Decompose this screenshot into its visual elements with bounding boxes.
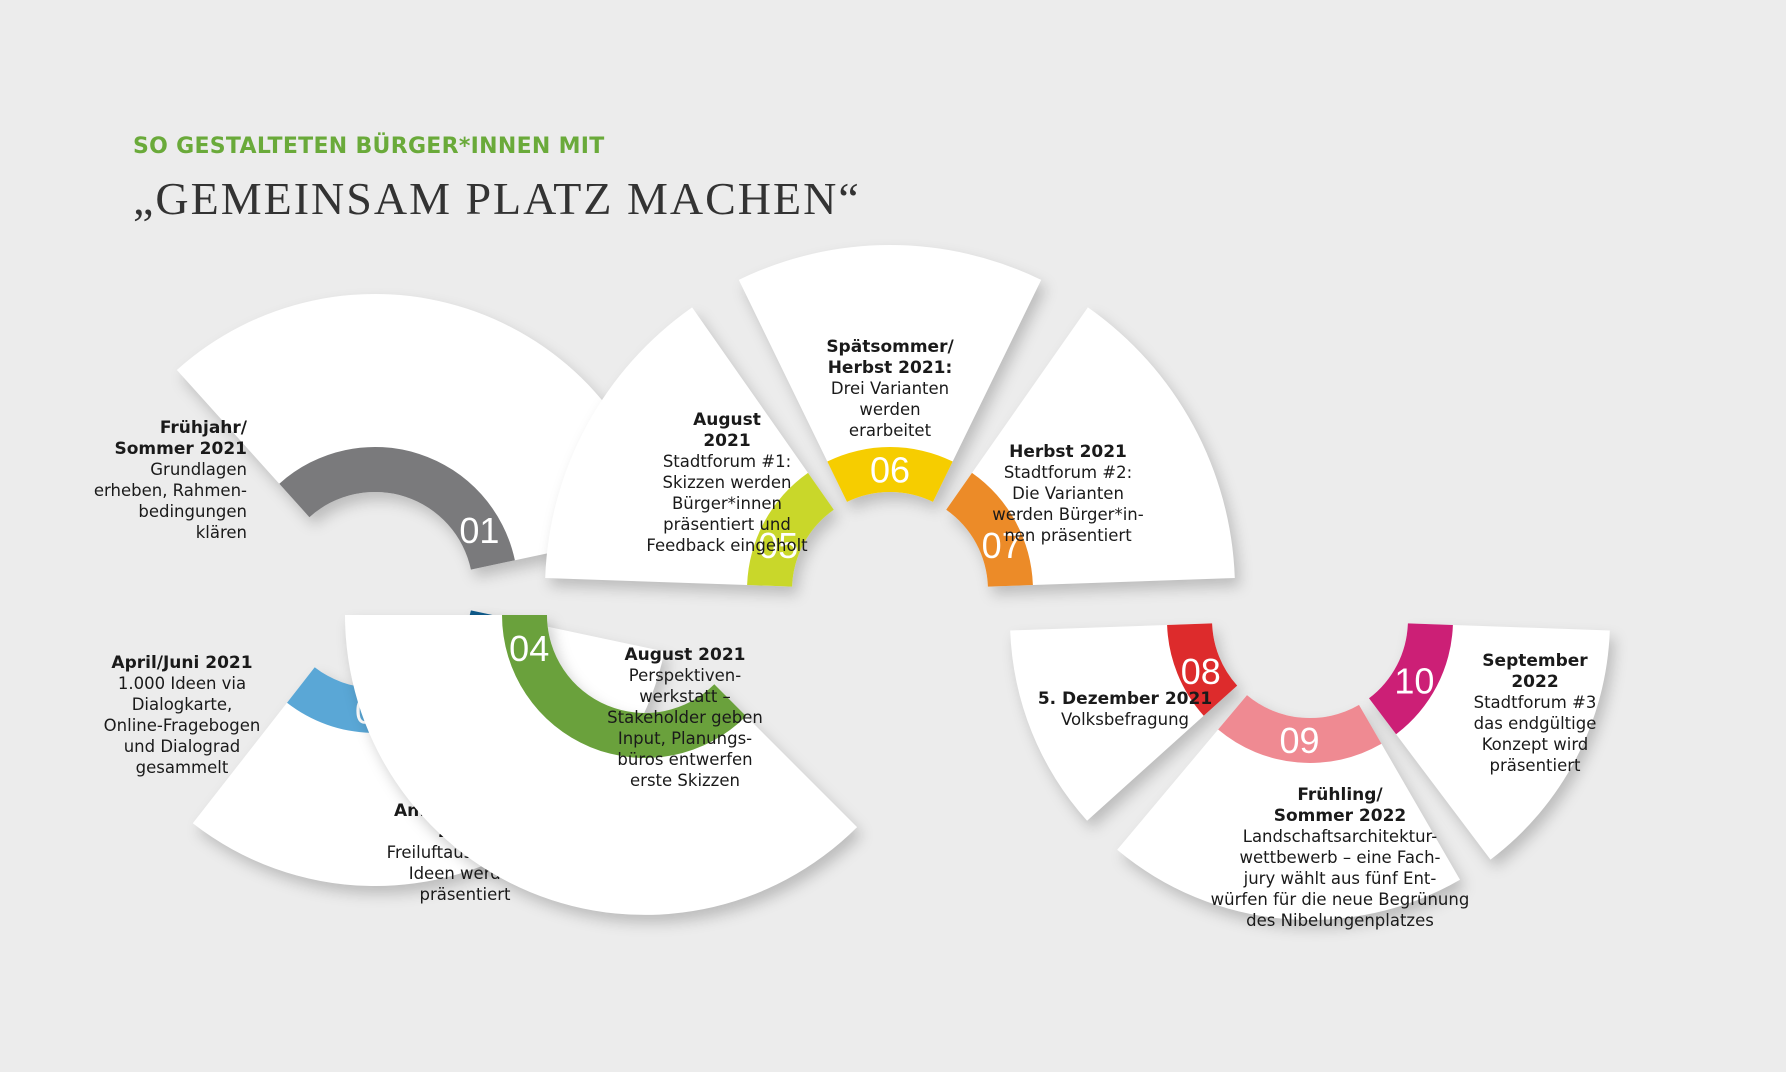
step-heading-line: Frühling/ xyxy=(1297,785,1383,805)
step-text-line: Stadtforum #3 xyxy=(1474,693,1597,712)
step-number-06: 06 xyxy=(870,450,910,491)
step-text-line: präsentiert xyxy=(1489,756,1581,775)
step-text-line: Konzept wird xyxy=(1482,735,1589,754)
step-text-line: präsentiert xyxy=(419,885,511,904)
step-wedge-05 xyxy=(545,307,834,587)
step-heading-line: Spätsommer/ xyxy=(826,337,954,357)
step-heading-line: August 2021 xyxy=(624,645,745,665)
step-text-line: Drei Varianten xyxy=(831,379,949,398)
kicker-text: SO GESTALTETEN BÜRGER*INNEN MIT xyxy=(133,134,605,159)
step-color-band-01 xyxy=(279,446,515,570)
step-text-line: Input, Planungs- xyxy=(618,729,752,748)
step-wedge-04 xyxy=(345,615,858,915)
step-text-line: Stadtforum #1: xyxy=(663,452,791,471)
step-text-line: nen präsentiert xyxy=(1004,526,1132,545)
step-heading-line: Sommer 2022 xyxy=(1274,806,1407,826)
step-heading-line: September xyxy=(1482,651,1588,671)
step-number-08: 08 xyxy=(1181,651,1221,692)
step-text-line: Grundlagen xyxy=(150,460,247,479)
step-heading-line: April/Juni 2021 xyxy=(111,653,252,673)
step-text-line: gesammelt xyxy=(136,758,229,777)
step-text-line: Feedback eingeholt xyxy=(646,536,808,555)
step-text-line: wettbewerb – eine Fach- xyxy=(1239,848,1440,867)
step-wedge-06 xyxy=(738,245,1042,502)
step-text-line: das endgültige xyxy=(1474,714,1597,733)
step-heading-line: Frühjahr/ xyxy=(160,418,248,438)
step-heading-line: Herbst 2021 xyxy=(1009,442,1127,462)
step-text-line: Online-Fragebogen xyxy=(104,716,261,735)
step-text-line: und Dialograd xyxy=(124,737,241,756)
timeline-step-06: 06 Spätsommer/Herbst 2021:Drei Varianten w… xyxy=(738,245,1042,502)
step-number-10: 10 xyxy=(1394,660,1434,701)
step-text-line: des Nibelungenplatzes xyxy=(1246,911,1434,930)
step-text-line: klären xyxy=(196,523,247,542)
step-text-line: bedingungen xyxy=(138,502,247,521)
step-text-line: werden xyxy=(859,400,920,419)
step-text-line: werkstatt – xyxy=(639,687,731,706)
step-color-band-07 xyxy=(946,472,1033,587)
step-heading-line: 5. Dezember 2021 xyxy=(1038,689,1212,709)
step-text-line: werden Bürger*in- xyxy=(992,505,1143,524)
step-heading-line: Herbst 2021: xyxy=(828,358,953,378)
step-text-line: Die Varianten xyxy=(1012,484,1124,503)
step-text-line: erste Skizzen xyxy=(630,771,740,790)
step-heading-line: 2022 xyxy=(1511,672,1558,692)
step-text-line: 1.000 Ideen via xyxy=(118,674,246,693)
step-text-line: Stakeholder geben xyxy=(607,708,763,727)
step-color-band-04 xyxy=(502,615,747,758)
step-heading-line: August xyxy=(693,410,761,430)
step-wedge-07 xyxy=(946,307,1235,587)
step-text-line: präsentiert und xyxy=(663,515,791,534)
step-text-line: Skizzen werden xyxy=(662,473,791,492)
step-text-line: Volksbefragung xyxy=(1061,710,1189,729)
page-title: „GEMEINSAM PLATZ MACHEN“ xyxy=(133,173,861,224)
step-text-line: erheben, Rahmen- xyxy=(94,481,247,500)
step-text-line: jury wählt aus fünf Ent- xyxy=(1243,869,1437,888)
step-text-line: Bürger*innen xyxy=(672,494,782,513)
step-color-band-10 xyxy=(1369,623,1453,735)
step-color-band-09 xyxy=(1218,695,1382,763)
step-wedge-09 xyxy=(1117,695,1460,920)
step-number-01: 01 xyxy=(459,510,499,551)
step-text-line: Stadtforum #2: xyxy=(1004,463,1132,482)
step-color-band-08 xyxy=(1167,623,1238,716)
step-text-line: Dialogkarte, xyxy=(132,695,233,714)
step-text-line: büros entwerfen xyxy=(617,750,752,769)
step-text-line: erarbeitet xyxy=(849,421,932,440)
step-heading-line: Sommer 2021 xyxy=(115,439,248,459)
step-text-line: Landschaftsarchitektur- xyxy=(1243,827,1438,846)
step-number-04: 04 xyxy=(509,628,549,669)
step-color-band-05 xyxy=(747,472,834,587)
step-number-05: 05 xyxy=(758,525,798,566)
step-text-line: Perspektiven- xyxy=(629,666,742,685)
step-text-line: würfen für die neue Begrünung xyxy=(1211,890,1470,909)
step-number-07: 07 xyxy=(982,525,1022,566)
step-heading-line: 2021 xyxy=(703,431,750,451)
step-color-band-06 xyxy=(827,447,953,502)
step-number-09: 09 xyxy=(1279,720,1319,761)
